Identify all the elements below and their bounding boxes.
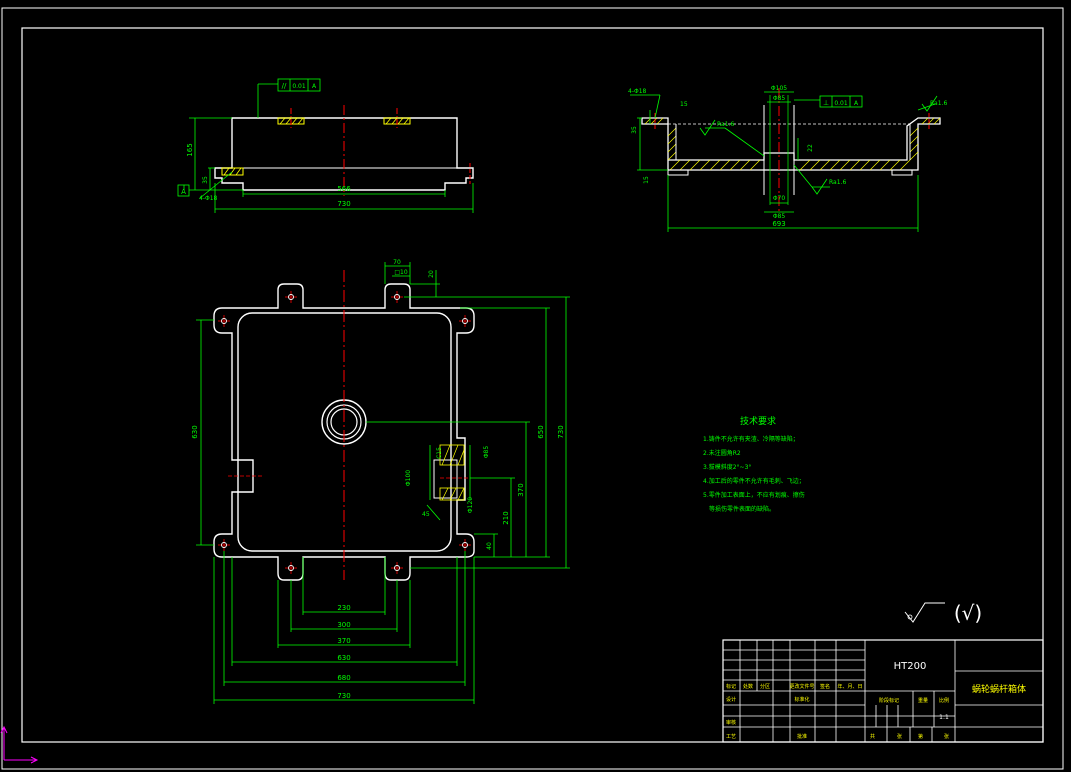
title-block-weight: 重量 [918,697,928,704]
section-dim-15b: 15 [643,176,650,184]
title-block-label-sign: 签名 [820,683,830,690]
section-dim-phi70: Φ70 [773,195,786,202]
title-block-stage-mark: 阶段标记 [879,697,899,704]
title-block-sheets-no: 第 [918,733,923,740]
front-dim-730: 730 [337,200,350,208]
section-rough-3: Ra1.6 [930,100,947,107]
roughness-note: (√) [904,601,982,625]
section-dim-holes: 4-Φ18 [628,88,647,95]
title-block-part-name: 蜗轮蜗杆箱体 [972,683,1026,695]
svg-text:⊥: ⊥ [823,99,829,107]
front-datum-box [177,184,190,197]
title-block-sheets-total: 共 [870,733,875,740]
front-tolerance-frame: // 0.01 A [277,78,321,92]
plan-dim-phi100: Φ100 [405,470,412,486]
plan-view: 630 70 □10 20 650 730 370 210 40 C15 Φ85… [191,259,570,704]
tech-req-item-3: 3.拔模斜度2°~3° [703,463,751,471]
title-block-review: 审核 [726,719,736,726]
section-dim-22: 22 [807,144,814,152]
svg-text:0.01: 0.01 [834,100,848,107]
title-block-design: 设计 [726,696,736,703]
roughness-mark-2 [811,178,828,195]
plan-dim-230: 230 [337,604,350,612]
title-block-standardize: 标准化 [794,696,809,703]
plan-dim-630: 630 [337,654,350,662]
title-block-ratio: 比例 [939,697,949,704]
section-view: ⊥ 0.01 A 4-Φ18 15 35 15 Φ105 Φ85 Ra1.6 R… [628,85,947,232]
tech-req-item-1: 1.铸件不允许有夹渣、冷隔等缺陷； [703,435,799,443]
title-block-process: 工艺 [726,734,736,740]
front-dim-holes: 4-Φ18 [199,195,218,202]
plan-dim-40-v: 40 [486,542,493,550]
section-tolerance-frame: ⊥ 0.01 A [819,95,863,108]
section-dim-15: 15 [680,101,688,108]
title-block-label-docno: 更改文件号 [789,683,814,690]
section-outline [641,117,941,171]
roughness-mark-1 [699,119,716,136]
tech-req-item-2: 2.未注圆角R2 [703,449,741,457]
plan-dim-45: 45 [422,511,430,518]
roughness-paren: (√) [954,601,982,625]
front-dim-35: 35 [202,176,209,184]
plan-dim-730: 730 [337,692,350,700]
section-rough-2: Ra1.6 [829,179,846,186]
title-block: HT200 蜗轮蜗杆箱体 标记 处数 分区 更改文件号 签名 年、月、日 设计 … [722,639,1044,743]
svg-text:0.01: 0.01 [292,83,306,90]
tech-req-item-5: 5.零件加工表面上，不应有划痕、擦伤 [703,491,805,499]
ucs-axis-icon [0,725,39,764]
title-block-label-zone: 分区 [760,683,770,690]
plan-dim-650: 650 [537,425,545,438]
plan-dim-70: 70 [393,259,401,266]
title-block-scale: 1:1 [939,714,949,721]
plan-dim-phi85: Φ85 [483,446,490,459]
title-block-material: HT200 [894,661,927,672]
tech-req-item-4: 4.加工后的零件不允许有毛刺、飞边； [703,477,805,485]
plan-dim-10: □10 [394,269,407,276]
front-datum-label: A [181,188,186,196]
front-dim-566: 566 [337,185,351,193]
plan-dim-210-v: 210 [502,511,510,524]
title-block-sheets-unit2: 张 [944,733,949,740]
section-dim-35: 35 [631,126,638,134]
section-dim-693: 693 [772,220,785,228]
outer-border [1,7,1064,770]
svg-text://: // [282,82,287,90]
plan-dim-phi120: Φ120 [467,497,474,513]
roughness-mark-3 [921,95,938,112]
section-dim-phi85b: Φ85 [773,213,786,220]
title-block-approve: 批准 [797,733,807,740]
tech-req-title: 技术要求 [740,415,776,427]
plan-dim-20: 20 [428,270,435,278]
plan-dim-370: 370 [337,637,350,645]
svg-text:A: A [854,100,859,107]
plan-dim-300: 300 [337,621,350,629]
plan-dim-730-right: 730 [557,425,565,438]
front-dim-height: 165 [186,143,194,156]
plan-dim-370-v: 370 [517,483,525,496]
svg-text:A: A [312,83,317,90]
title-block-label-mark: 标记 [726,683,736,690]
tech-req-item-6: 等损伤零件表面的缺陷。 [709,505,775,513]
title-block-label-count: 处数 [743,683,753,690]
section-dim-phi105: Φ105 [771,85,787,92]
section-dim-phi85: Φ85 [773,95,786,102]
plan-dim-c15: C15 [436,447,443,459]
roughness-symbol-icon [904,602,945,623]
plan-dim-680: 680 [337,674,350,682]
title-block-sheets-unit: 张 [897,733,902,740]
title-block-label-date: 年、月、日 [837,683,862,690]
plan-outline [213,283,475,581]
plan-dim-630-left: 630 [191,425,199,438]
inner-border [21,27,1044,743]
technical-requirements: 技术要求 1.铸件不允许有夹渣、冷隔等缺陷； 2.未注圆角R2 3.拔模斜度2°… [703,415,805,513]
section-rough-1: Ra1.6 [717,121,734,128]
front-view: // 0.01 A A 165 35 4-Φ18 566 730 [177,78,474,213]
